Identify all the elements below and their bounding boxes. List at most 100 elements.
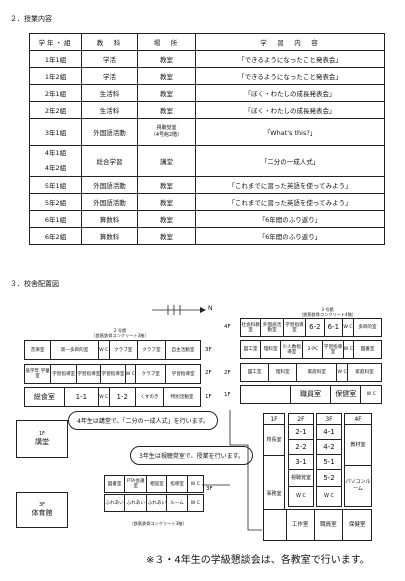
building2-1f: 総食室 1-1 W C 1-2 くすのき 特別活動室 xyxy=(24,387,201,407)
cell-subject: 学活 xyxy=(81,50,138,68)
floor-label: 4F xyxy=(224,324,231,330)
cell-grade: 1年2組 xyxy=(29,67,82,85)
cell-content: 「できるようになったこと発表会」 xyxy=(195,67,385,85)
north-label: N xyxy=(208,305,213,312)
room: 社会科教室 xyxy=(241,319,262,336)
room: くすのき xyxy=(136,388,165,406)
cell-subject: 生活科 xyxy=(81,84,138,102)
lesson-table: 学年・組 教 科 場 所 学 習 内 容 1年1組 学活 教室 「できるようにな… xyxy=(29,33,385,245)
floor-label: 1F xyxy=(224,392,231,398)
room: 家庭科室 xyxy=(297,364,338,381)
building3-sub: （鉄筋鉄骨コンクリート4階） xyxy=(298,312,357,317)
room: 1-1 xyxy=(65,388,99,406)
room: 保健室 xyxy=(331,386,362,403)
wing-bottom: 工作室 職員室 保健室 xyxy=(263,509,372,541)
building2-sub: （鉄筋鉄骨コンクリート3階） xyxy=(91,333,149,338)
header-content: 学 習 内 容 xyxy=(195,33,385,51)
cell-place: 教室 xyxy=(137,176,196,194)
building3-2f: 図工室 理科室 家庭科室 W C 家庭科室 xyxy=(240,363,382,382)
cell-grade: 6年2組 xyxy=(29,227,82,245)
cell-grade: 2年2組 xyxy=(29,101,82,119)
cell-content: 「6年間のふり返り」 xyxy=(195,227,385,245)
room: 視聴覚室 xyxy=(289,470,313,487)
wing-2f: 2F 2-1 2-2 3-1 視聴覚室 W C xyxy=(288,413,314,507)
room: 校長室 xyxy=(264,425,284,456)
room: ふれあい xyxy=(105,495,126,511)
room: 音楽室 xyxy=(25,341,52,359)
auditorium-floor: 1F xyxy=(38,431,46,437)
cell-place: 教室 xyxy=(137,193,196,211)
wing-3f: 3F 4-1 4-2 5-1 5-2 W C xyxy=(316,413,342,507)
cell-content: 「これまでに習った英語を使ってみよう」 xyxy=(195,193,385,211)
room: 少人数指導室 xyxy=(281,341,304,358)
cell-subject: 生活科 xyxy=(81,101,138,119)
room: 工作室 xyxy=(287,510,315,540)
wing-4f: 4F 教材室 パソコンルーム xyxy=(344,413,372,507)
cell-grade: 6年1組 xyxy=(29,210,82,228)
room-blank xyxy=(241,386,291,403)
room: 相談室 xyxy=(147,476,168,492)
cell-place: 教室 xyxy=(137,101,196,119)
wing-1f: 1F 校長室 事務室 xyxy=(263,413,285,533)
room: ルーム xyxy=(167,495,188,511)
table-row: 6年2組 算数科 教室 「6年間のふり返り」 xyxy=(29,227,385,245)
room-wc: W C xyxy=(190,500,200,506)
table-row: 2年2組 生活科 教室 「ぼく・わたしの成長発表会」 xyxy=(29,101,385,119)
building3-caption: 3 号館 （鉄筋鉄骨コンクリート4階） xyxy=(280,307,375,317)
room: 家庭科室 xyxy=(355,370,374,375)
room: 図書室 xyxy=(105,476,126,492)
room-wc: W C xyxy=(343,319,354,336)
table-row: 5年2組 外国語活動 教室 「これまでに習った英語を使ってみよう」 xyxy=(29,193,385,211)
room: 6-2 xyxy=(306,319,325,336)
table-header-row: 学年・組 教 科 場 所 学 習 内 容 xyxy=(29,33,385,51)
room: 外国語活動室 xyxy=(261,319,284,336)
section-heading-map: ３．校舎配置図 xyxy=(10,280,59,288)
cell-grade: 5年1組 xyxy=(29,176,82,194)
header-grade: 学年・組 xyxy=(29,33,82,51)
room: PTA会議室 xyxy=(125,476,148,492)
table-row: 5年1組 外国語活動 教室 「これまでに習った英語を使ってみよう」 xyxy=(29,176,385,194)
table-row: 3年1組 外国語活動 視聴覚室（4号館2階） 「What's this?」 xyxy=(29,118,385,146)
building1-1f: ふれあい ふれあい ふれあい ルーム W C xyxy=(104,494,204,512)
wing-floor: 4F xyxy=(345,414,371,425)
room: 5-1 xyxy=(317,455,341,470)
cell-grade: 1年1組 xyxy=(29,50,82,68)
cell-subject: 外国語活動 xyxy=(81,118,138,146)
corridor-lines xyxy=(202,410,262,531)
auditorium: 1F 講堂 xyxy=(16,420,68,458)
cell-grade: 5年2組 xyxy=(29,193,82,211)
auditorium-label: 講堂 xyxy=(35,438,49,446)
room: ふれあい xyxy=(125,495,148,511)
floor-label: 3F xyxy=(206,486,213,492)
room: 図工室 xyxy=(241,364,270,381)
room: 事務室 xyxy=(266,490,282,497)
room: ふれあい xyxy=(147,495,168,511)
room: 自主活動室 xyxy=(171,347,195,353)
wing-floor: 3F xyxy=(317,414,341,425)
cell-grade: 2年1組 xyxy=(29,84,82,102)
footnote: ※３・4年生の学級懇談会は、各教室で行います。 xyxy=(146,555,370,566)
room-wc: W C xyxy=(99,388,110,406)
building2-2f: 低学年 学童室 学習指導室 学習指導室 学習指導室 W C クラブ室 学習指導室 xyxy=(24,364,201,384)
building3-1f: 職員室 保健室 W C xyxy=(240,385,382,404)
room-wc: W C xyxy=(126,365,137,383)
building3-4f: 社会科教室 外国語活動室 学習指導室 6-2 6-1 W C 多目的室 xyxy=(240,318,382,337)
cell-content: 「ぼく・わたしの成長発表会」 xyxy=(195,84,385,102)
room: 学習指導室 xyxy=(101,365,126,383)
room: 学習指導室 xyxy=(284,319,307,336)
gym-label: 体育館 xyxy=(31,509,53,517)
table-row: 2年1組 生活科 教室 「ぼく・わたしの成長発表会」 xyxy=(29,84,385,102)
room: 低学年 学童室 xyxy=(25,365,52,383)
cell-place: 視聴覚室（4号館2階） xyxy=(137,118,196,146)
room: 図工室 xyxy=(241,341,262,358)
north-arrow-icon xyxy=(152,305,206,315)
floor-label: 3F xyxy=(205,347,212,353)
grade-line2: 4年2組 xyxy=(44,164,67,172)
cell-content: 「二分の一成人式」 xyxy=(195,145,385,177)
building3-name: 3 号館 xyxy=(321,307,334,312)
room: 2-2 xyxy=(289,440,313,455)
cell-subject: 総合学習 xyxy=(81,145,138,177)
room: 保健室 xyxy=(348,521,366,528)
